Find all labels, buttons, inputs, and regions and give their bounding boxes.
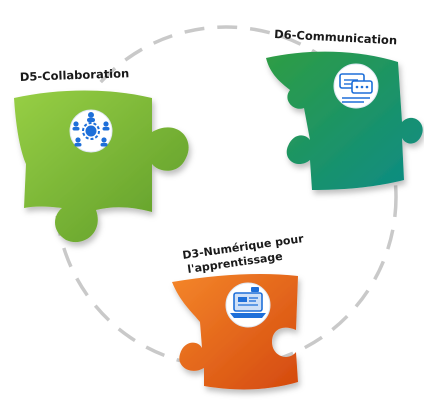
- laptop-learning-icon: [225, 282, 271, 328]
- chat-bubbles-icon: [333, 63, 379, 109]
- collaboration-network-icon: [69, 109, 113, 153]
- piece-label-d5: D5-Collaboration: [20, 66, 130, 84]
- puzzle-piece-d6: [266, 51, 423, 191]
- puzzle-piece-d5: [14, 90, 189, 243]
- piece-label-d6: D6-Communication: [274, 27, 398, 47]
